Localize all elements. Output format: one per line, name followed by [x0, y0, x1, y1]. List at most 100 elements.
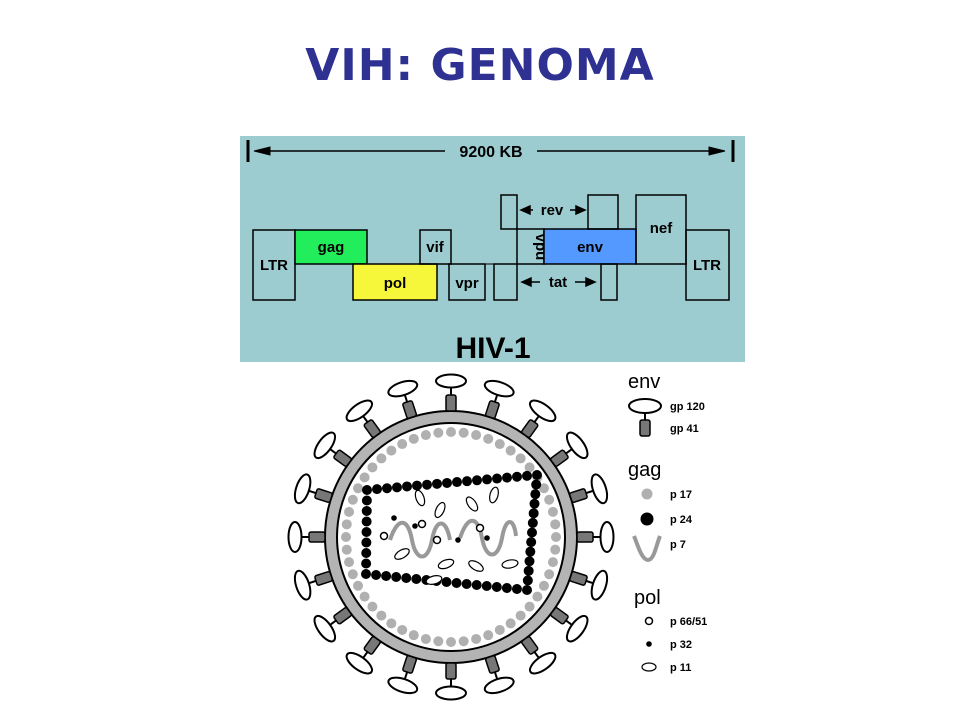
p17-matrix-layer [341, 427, 561, 647]
p24-dot [502, 472, 512, 483]
p17-dot [367, 462, 378, 473]
p17-dot [551, 532, 561, 542]
gene-label-ltr-right: LTR [693, 257, 721, 274]
gp120-head [345, 651, 374, 675]
p17-dot [376, 453, 387, 464]
p24-dot [382, 483, 392, 494]
p24-dot [522, 585, 532, 595]
gp41-stalk [521, 419, 539, 438]
gp120-icon [628, 398, 662, 414]
p17-dot [367, 601, 378, 612]
gp41-stalk [308, 531, 326, 543]
gp41-stalk [363, 419, 381, 438]
gene-label-tat: tat [549, 274, 567, 291]
p17-dot [397, 439, 408, 450]
p11-oval [434, 501, 446, 519]
p24-dot [411, 574, 422, 584]
p17-dot [359, 472, 370, 483]
p17-dot [544, 569, 555, 580]
p17-dot [420, 430, 431, 441]
p17-dot [386, 445, 397, 456]
p17-icon [641, 488, 653, 500]
protein-legend: env gp 120 gp 41 gag p 17 p 24 p 7 pol p… [628, 371, 707, 674]
p11-oval [414, 489, 426, 507]
p24-dot [391, 572, 402, 582]
spike [550, 431, 589, 467]
p24-dot [472, 475, 482, 486]
legend-item-p24: p 24 [670, 514, 693, 526]
p11-oval [425, 575, 443, 585]
spike [313, 607, 352, 643]
gp41-stalk [445, 394, 457, 412]
p17-dot [347, 494, 358, 505]
gp120-head [435, 685, 467, 701]
p17-dot [547, 506, 558, 517]
p24-dot [361, 506, 372, 516]
p17-dot [433, 427, 444, 438]
gene-vif [419, 229, 452, 265]
p66-ring [417, 519, 427, 529]
p17-dot [344, 506, 355, 517]
spike [293, 473, 333, 505]
genome-length-bar [246, 140, 735, 162]
legend-heading-pol: pol [634, 587, 661, 609]
gp120-head [313, 431, 337, 460]
spike [576, 521, 615, 553]
rna-strand [388, 520, 452, 559]
p17-dot [538, 580, 549, 591]
p17-dot [446, 637, 456, 647]
p17-dot [446, 427, 456, 437]
spike [293, 569, 333, 601]
tat-arrow-right-icon [585, 276, 597, 288]
genome-caption: HIV-1 [455, 332, 530, 362]
p24-dot [481, 581, 492, 591]
genome-map: 9200 KB LTR gag pol vif vpr vpu env [240, 136, 745, 362]
gp120-spikes [287, 373, 615, 701]
p32-dot [391, 515, 397, 521]
p11-oval [468, 560, 484, 572]
p24-dot [523, 565, 534, 576]
p17-dot [341, 532, 351, 542]
p17-dot [550, 519, 561, 530]
p17-dot [483, 630, 494, 641]
rna-strand [458, 518, 518, 557]
p17-dot [547, 557, 558, 568]
p24-dot [512, 471, 522, 482]
p17-dot [386, 618, 397, 629]
p24-dot [361, 537, 372, 548]
gp120-head [483, 379, 515, 398]
p24-dot [462, 476, 472, 487]
p24-dot [529, 498, 540, 509]
gp120-head [345, 399, 374, 423]
gp120-head [387, 676, 419, 695]
p17-dot [471, 430, 482, 441]
gene-label-vif: vif [426, 239, 445, 256]
p24-dot [412, 480, 422, 491]
p17-dot [505, 445, 516, 456]
legend-item-gp41: gp 41 [670, 423, 699, 435]
p24-dot [530, 489, 541, 500]
p24-dot [401, 573, 412, 583]
gene-label-rev: rev [541, 202, 564, 219]
gp120-head [599, 521, 615, 553]
gene-tat-exon1 [493, 263, 518, 301]
gene-label-ltr-left: LTR [260, 257, 288, 274]
arrow-left-icon [253, 146, 271, 156]
p24-dot [441, 577, 452, 587]
spike [345, 399, 381, 438]
p32-icon [646, 641, 652, 647]
p17-dot [494, 624, 505, 635]
arrow-right-icon [708, 146, 726, 156]
spike [483, 655, 515, 695]
legend-item-p66-51: p 66/51 [670, 616, 707, 628]
p66-ring [379, 531, 389, 541]
p24-dot [372, 484, 382, 495]
viral-core-contents [379, 486, 519, 585]
gene-pol [352, 263, 438, 301]
p24-dot [492, 473, 502, 484]
legend-item-p32: p 32 [670, 639, 692, 651]
p24-dot [511, 584, 522, 594]
p17-dot [341, 544, 352, 555]
p17-dot [408, 630, 419, 641]
p11-oval [501, 559, 519, 569]
